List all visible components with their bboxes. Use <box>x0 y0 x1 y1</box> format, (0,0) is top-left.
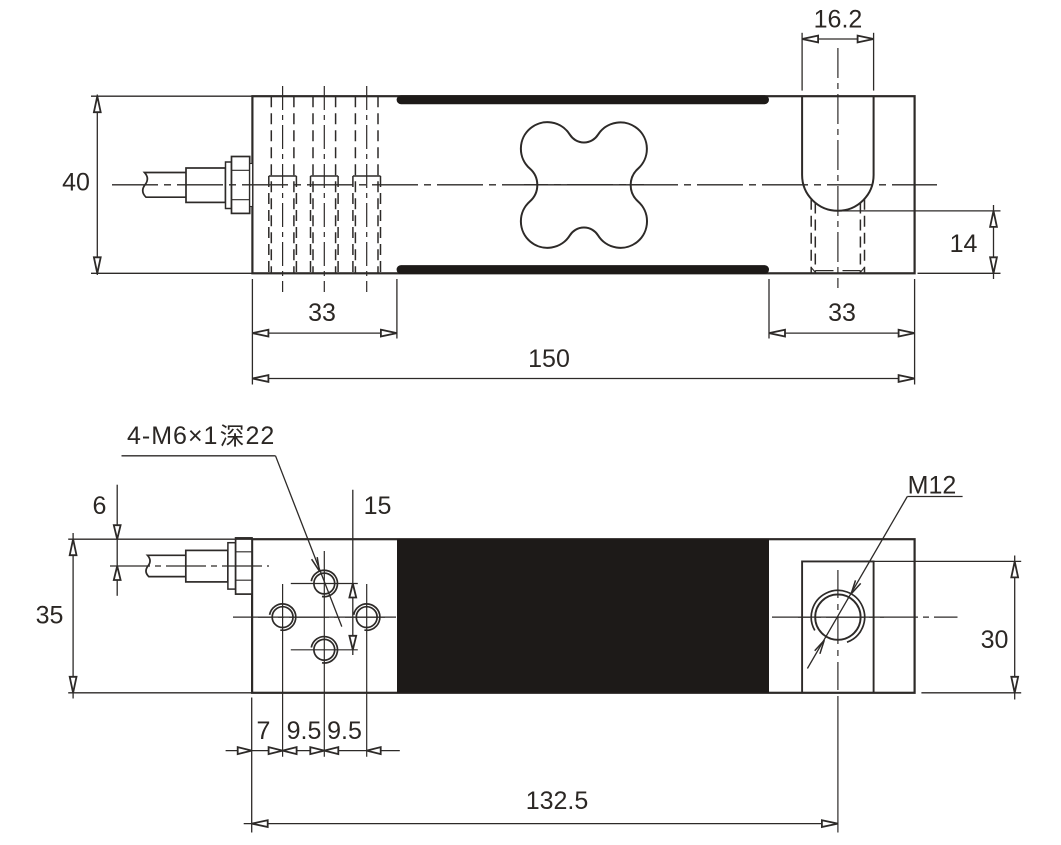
dim-arrow <box>1010 561 1020 579</box>
m12-thread-arc <box>810 589 866 643</box>
dim-arrow <box>988 210 999 228</box>
dim-arrow <box>897 328 915 338</box>
m12-chamfer-diagonal <box>810 267 817 274</box>
dim-arrow <box>68 675 78 693</box>
dim-arrow <box>252 328 270 338</box>
dim-arrow <box>768 328 786 338</box>
m12-chamfer-diagonal <box>859 267 865 274</box>
dim-body-width-label: 35 <box>36 602 64 630</box>
dim-arrow <box>821 819 839 829</box>
dim-overall-length-label: 150 <box>528 345 570 373</box>
dim-right-section-label: 33 <box>828 299 856 327</box>
dim-bore-depth-label: 14 <box>950 230 978 258</box>
dim-left-section-label: 33 <box>308 299 336 327</box>
dim-arrow <box>267 745 283 756</box>
dim-arrow <box>92 96 102 114</box>
m6-callout-suffix: 22 <box>246 422 276 450</box>
dim-arrow <box>252 373 270 384</box>
dim-arrow <box>1010 675 1020 693</box>
top-view: 40 16.2 14 33 33 150 <box>62 6 1001 385</box>
dim-arrow <box>309 745 325 756</box>
m6-hole-thread-arc <box>268 603 297 632</box>
dim-arrow <box>92 256 102 274</box>
dim-slot-length-label: 30 <box>981 626 1009 654</box>
bottom-black-region <box>397 539 769 693</box>
dim-hole-spacing-label: 15 <box>364 492 392 520</box>
callout-m6-holes: 4-M6×1 22 <box>121 422 343 627</box>
dim-arrow <box>251 819 269 829</box>
dim-arrow <box>897 373 915 384</box>
m6-leader-arrow <box>310 556 321 572</box>
dim-arrow <box>366 745 382 756</box>
dim-m12-position-label: 132.5 <box>526 787 589 815</box>
dim-arrow <box>348 634 358 651</box>
m12-leader-arrow <box>814 639 826 655</box>
dim-arrow <box>68 539 78 557</box>
dim-m12-position-132-5: 132.5 <box>243 787 839 829</box>
m12-leader-arrow <box>850 580 862 595</box>
dim-cable-offset-label: 6 <box>93 492 107 520</box>
dim-arrow <box>282 745 298 756</box>
dim-body-width-35: 35 <box>36 533 252 699</box>
dim-cable-offset-6: 6 <box>93 484 122 596</box>
dim-right-section-33: 33 <box>768 279 916 385</box>
m12-callout-label: M12 <box>908 472 957 500</box>
dim-slot-length-30: 30 <box>873 555 1022 700</box>
m6-hole-thread-arc <box>352 603 381 632</box>
dim-arrow <box>856 34 874 44</box>
dim-arrow <box>112 565 122 581</box>
dim-slot-width-label: 16.2 <box>814 6 863 34</box>
bottom-slot-outline <box>801 560 875 693</box>
m6-hole-thread-arc <box>310 635 339 664</box>
dim-body-height-40: 40 <box>62 94 252 275</box>
dim-arrow <box>348 583 358 599</box>
m6-callout-cjk-char-shen <box>220 424 244 447</box>
dim-body-height-label: 40 <box>62 169 90 197</box>
dim-arrow <box>324 745 340 756</box>
bottom-view: 4-M6×1 22 M12 6 35 15 7 9.5 9.5 132.5 30 <box>36 422 1022 833</box>
dim-bore-depth-14: 14 <box>841 205 1001 279</box>
m6-callout-prefix: 4-M6×1 <box>127 422 218 450</box>
callout-m12-hole: M12 <box>806 472 963 669</box>
top-m12-hidden-thread <box>810 198 866 274</box>
dim-left-section-33: 33 <box>251 279 398 385</box>
dim-slot-width-16-2: 16.2 <box>801 6 875 91</box>
dim-hole-pitch-a-label: 9.5 <box>287 717 322 745</box>
leader-line <box>274 455 343 627</box>
dim-overall-length-150: 150 <box>252 345 915 384</box>
dim-arrow <box>112 524 122 540</box>
dim-arrow <box>236 745 252 756</box>
dim-hole-offset-label: 7 <box>257 717 271 745</box>
top-gap-slot-lower <box>396 265 769 274</box>
dim-hole-pitch-b-label: 9.5 <box>327 717 362 745</box>
leader-line <box>806 496 908 669</box>
dim-arrow <box>988 256 999 274</box>
dim-hole-spacing-15: 15 <box>348 489 392 655</box>
dim-arrow <box>380 328 398 338</box>
dim-arrow <box>801 34 819 44</box>
top-gap-slot-upper <box>396 95 769 105</box>
dim-hole-positions: 7 9.5 9.5 <box>225 697 400 833</box>
